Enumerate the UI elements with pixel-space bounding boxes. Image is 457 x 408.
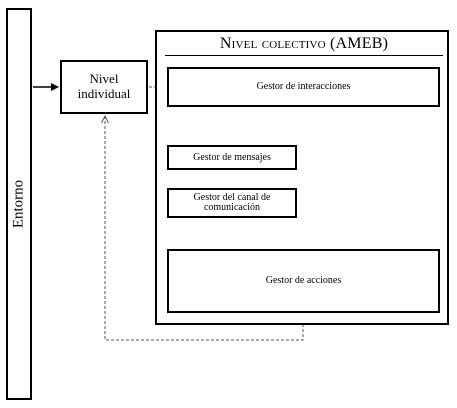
- edge-acciones-feedback-to-individual: [105, 116, 304, 341]
- nivel-colectivo-title: Nivel colectivo (AMEB): [219, 35, 389, 52]
- entorno-label: Entorno: [10, 179, 27, 229]
- nivel-individual-label: Nivel individual: [77, 71, 131, 101]
- gestor-acciones-label: Gestor de acciones: [265, 275, 342, 287]
- gestor-mensajes-node: Gestor de mensajes: [167, 145, 297, 170]
- gestor-canal-node: Gestor del canal de comunicación: [167, 188, 297, 218]
- title-underline: [165, 55, 443, 56]
- nivel-individual-node: Nivel individual: [60, 60, 148, 114]
- gestor-mensajes-label: Gestor de mensajes: [193, 151, 271, 163]
- entorno-node: Entorno: [6, 8, 32, 400]
- gestor-interacciones-node: Gestor de interacciones: [167, 67, 440, 107]
- gestor-interacciones-label: Gestor de interacciones: [256, 81, 351, 93]
- gestor-canal-label: Gestor del canal de comunicación: [193, 191, 271, 213]
- gestor-acciones-node: Gestor de acciones: [167, 249, 440, 313]
